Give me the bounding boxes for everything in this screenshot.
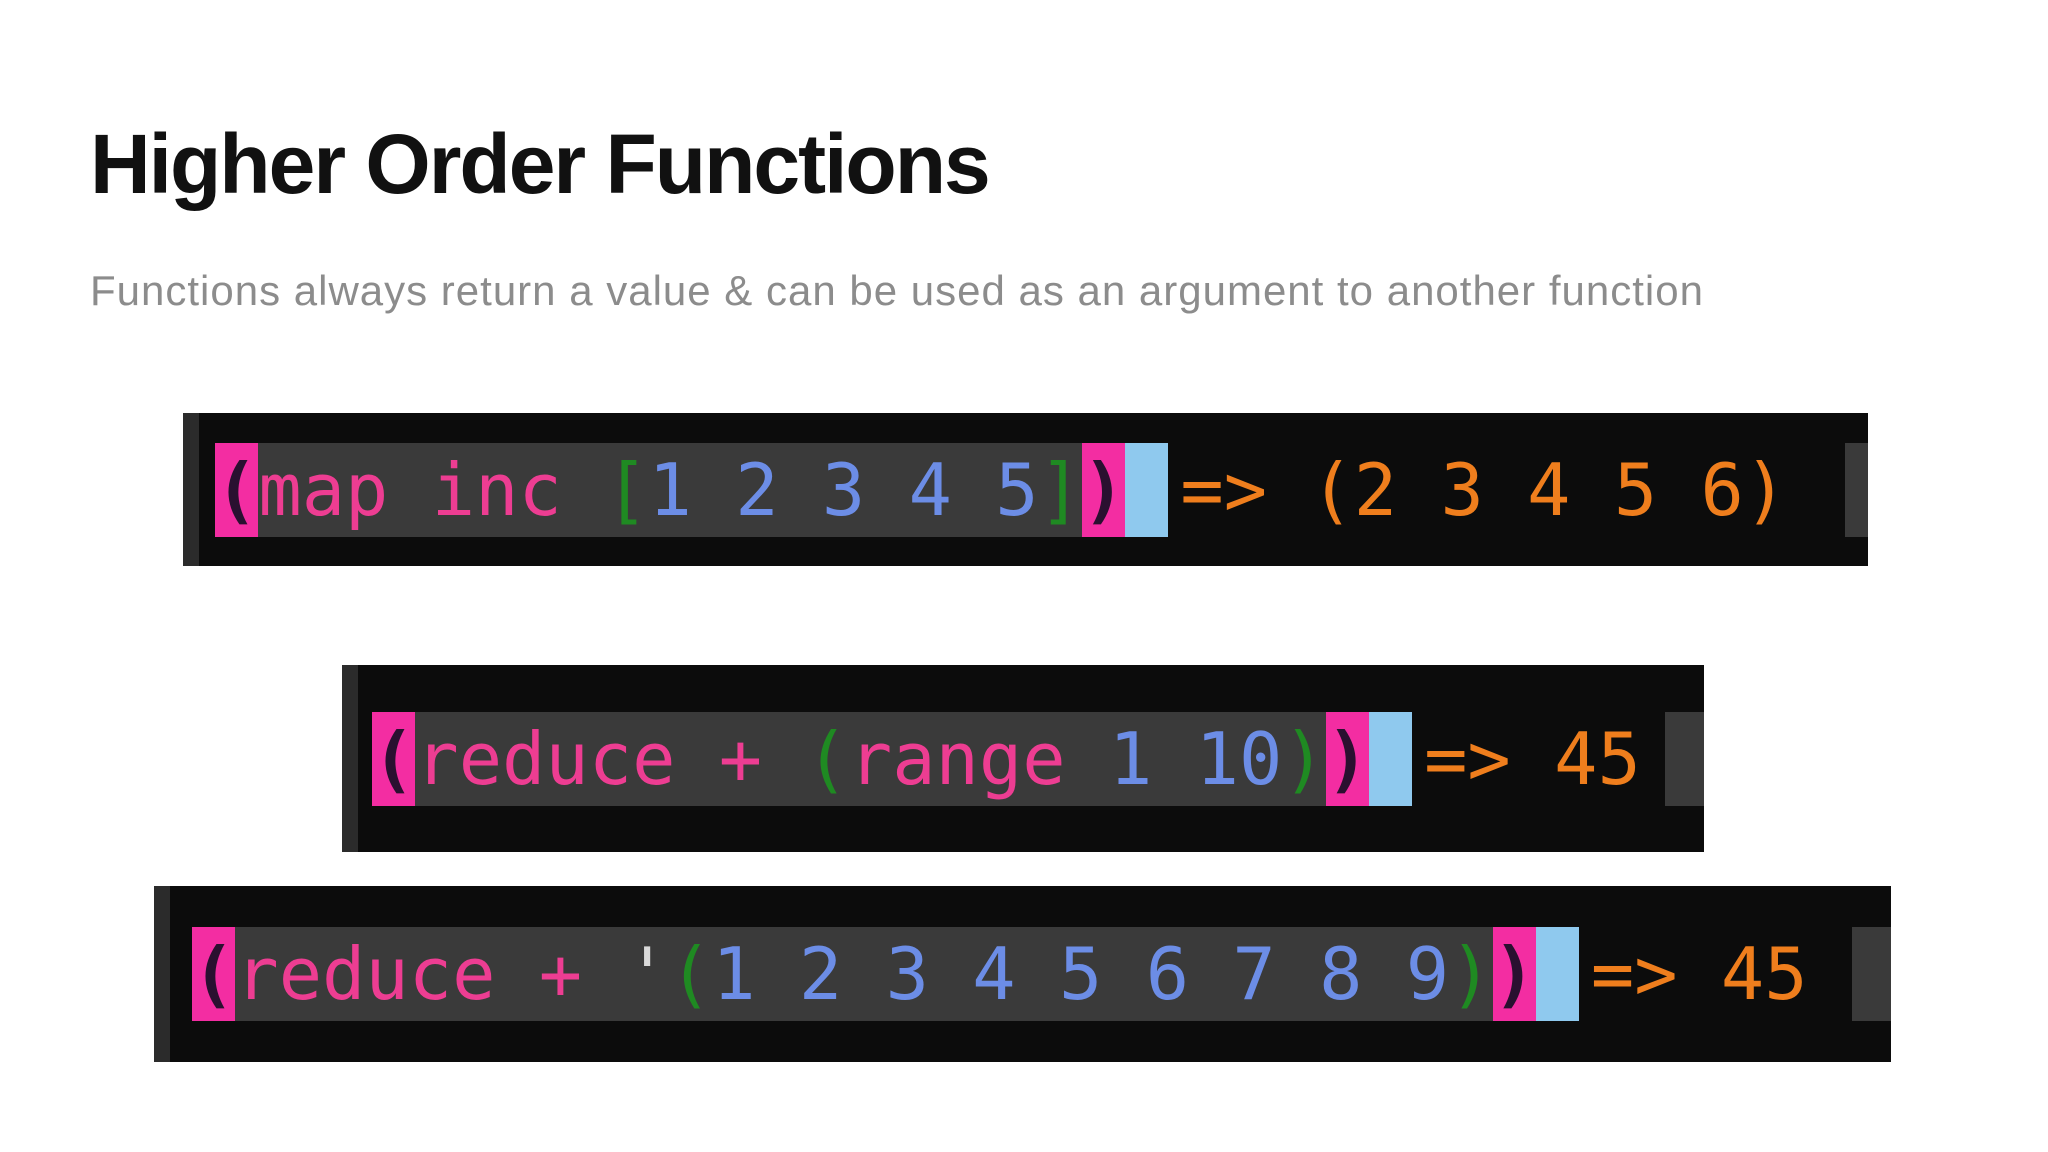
editor-gutter: [154, 886, 170, 1062]
text-cursor: [1535, 927, 1579, 1021]
line-highlight-tail: [1665, 711, 1704, 806]
editor-gutter: [183, 413, 199, 566]
code-token: 1 2 3 4 5 6 7 8 9: [712, 932, 1450, 1016]
text-cursor: [1369, 711, 1413, 806]
code-token: reduce +: [235, 932, 626, 1016]
page-title: Higher Order Functions: [90, 117, 991, 211]
eval-result: => 45: [1424, 716, 1641, 801]
code-snippet-reduce-range: (reduce + (range 1 10)) => 45: [342, 665, 1704, 852]
code-token: (: [805, 716, 849, 801]
code-line: (reduce + (range 1 10)): [372, 711, 1413, 806]
code-token: 1 10: [1108, 716, 1283, 801]
text-cursor: [1125, 442, 1169, 537]
code-snippet-map-inc: (map inc [1 2 3 4 5]) => (2 3 4 5 6): [183, 413, 1868, 566]
code-token: range: [848, 716, 1109, 801]
code-token: ): [1082, 442, 1126, 537]
code-token: map inc: [258, 447, 606, 532]
line-highlight-tail: [1852, 927, 1891, 1021]
editor-gutter: [342, 665, 358, 852]
code-token: 1 2 3 4 5: [648, 447, 1039, 532]
code-token: ): [1325, 711, 1370, 806]
code-token: (: [192, 927, 236, 1021]
code-snippet-reduce-list: (reduce + '(1 2 3 4 5 6 7 8 9)) => 45: [154, 886, 1891, 1062]
eval-result: => (2 3 4 5 6): [1180, 447, 1788, 532]
code-token: (: [372, 711, 416, 806]
code-token: ): [1282, 716, 1326, 801]
code-token: ]: [1038, 447, 1082, 532]
eval-result: => 45: [1590, 932, 1808, 1016]
code-token: ': [625, 932, 669, 1016]
line-highlight-tail: [1845, 442, 1868, 537]
code-line: (reduce + '(1 2 3 4 5 6 7 8 9)): [192, 927, 1579, 1021]
code-line: (map inc [1 2 3 4 5]): [215, 442, 1169, 537]
code-token: (: [215, 442, 259, 537]
code-token: reduce +: [415, 716, 806, 801]
code-token: ): [1492, 927, 1536, 1021]
code-token: (: [668, 932, 713, 1016]
code-token: ): [1449, 932, 1493, 1016]
subtitle: Functions always return a value & can be…: [90, 267, 1704, 314]
code-token: [: [605, 447, 649, 532]
